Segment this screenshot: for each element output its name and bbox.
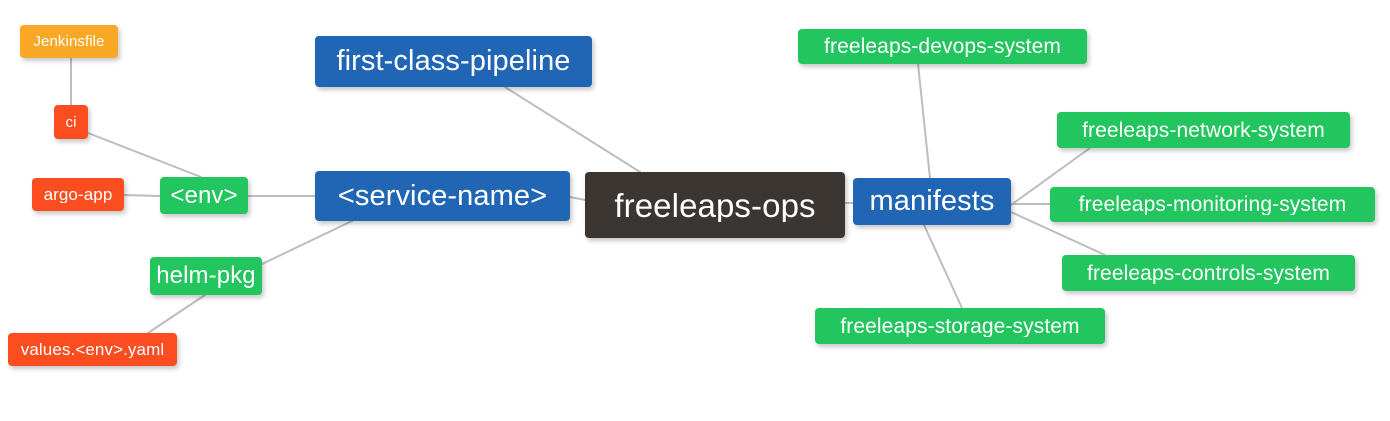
node-label-freeleaps-ops: freeleaps-ops: [614, 188, 816, 222]
node-label-jenkinsfile: Jenkinsfile: [33, 34, 105, 49]
node-label-freeleaps-devops-system: freeleaps-devops-system: [824, 36, 1061, 57]
node-values-yaml[interactable]: values.<env>.yaml: [8, 333, 177, 366]
edge-manifests-to-freeleaps-storage-system: [923, 224, 963, 309]
node-label-service-name: <service-name>: [337, 181, 548, 211]
node-label-helm-pkg: helm-pkg: [156, 264, 256, 288]
node-manifests[interactable]: manifests: [853, 178, 1011, 225]
node-label-first-class-pipeline: first-class-pipeline: [336, 47, 571, 76]
node-first-class-pipeline[interactable]: first-class-pipeline: [315, 36, 592, 87]
node-freeleaps-ops[interactable]: freeleaps-ops: [585, 172, 845, 238]
node-freeleaps-monitoring-system[interactable]: freeleaps-monitoring-system: [1050, 187, 1375, 222]
node-env[interactable]: <env>: [160, 177, 248, 214]
node-label-freeleaps-network-system: freeleaps-network-system: [1082, 119, 1325, 141]
edge-values-yaml-to-helm-pkg: [147, 294, 206, 334]
node-ci[interactable]: ci: [54, 105, 88, 139]
node-label-freeleaps-monitoring-system: freeleaps-monitoring-system: [1078, 194, 1347, 215]
node-label-argo-app: argo-app: [43, 186, 113, 203]
edge-manifests-to-freeleaps-devops-system: [917, 63, 931, 179]
edge-service-name-to-freeleaps-ops: [569, 196, 586, 201]
node-freeleaps-storage-system[interactable]: freeleaps-storage-system: [815, 308, 1105, 344]
node-freeleaps-network-system[interactable]: freeleaps-network-system: [1057, 112, 1350, 148]
node-helm-pkg[interactable]: helm-pkg: [150, 257, 262, 295]
node-label-manifests: manifests: [869, 187, 995, 216]
edge-helm-pkg-to-service-name: [261, 220, 353, 265]
node-service-name[interactable]: <service-name>: [315, 171, 570, 221]
node-freeleaps-devops-system[interactable]: freeleaps-devops-system: [798, 29, 1087, 64]
node-label-ci: ci: [65, 114, 77, 130]
edge-ci-to-env: [87, 132, 202, 178]
node-label-env: <env>: [170, 183, 238, 208]
edge-argo-app-to-env: [123, 194, 161, 197]
edge-first-class-pipeline-to-freeleaps-ops: [504, 86, 641, 173]
node-freeleaps-controls-system[interactable]: freeleaps-controls-system: [1062, 255, 1355, 291]
node-argo-app[interactable]: argo-app: [32, 178, 124, 211]
node-label-freeleaps-storage-system: freeleaps-storage-system: [840, 315, 1080, 337]
node-label-freeleaps-controls-system: freeleaps-controls-system: [1087, 262, 1330, 284]
node-label-values-yaml: values.<env>.yaml: [20, 341, 165, 358]
node-jenkinsfile[interactable]: Jenkinsfile: [20, 25, 118, 58]
